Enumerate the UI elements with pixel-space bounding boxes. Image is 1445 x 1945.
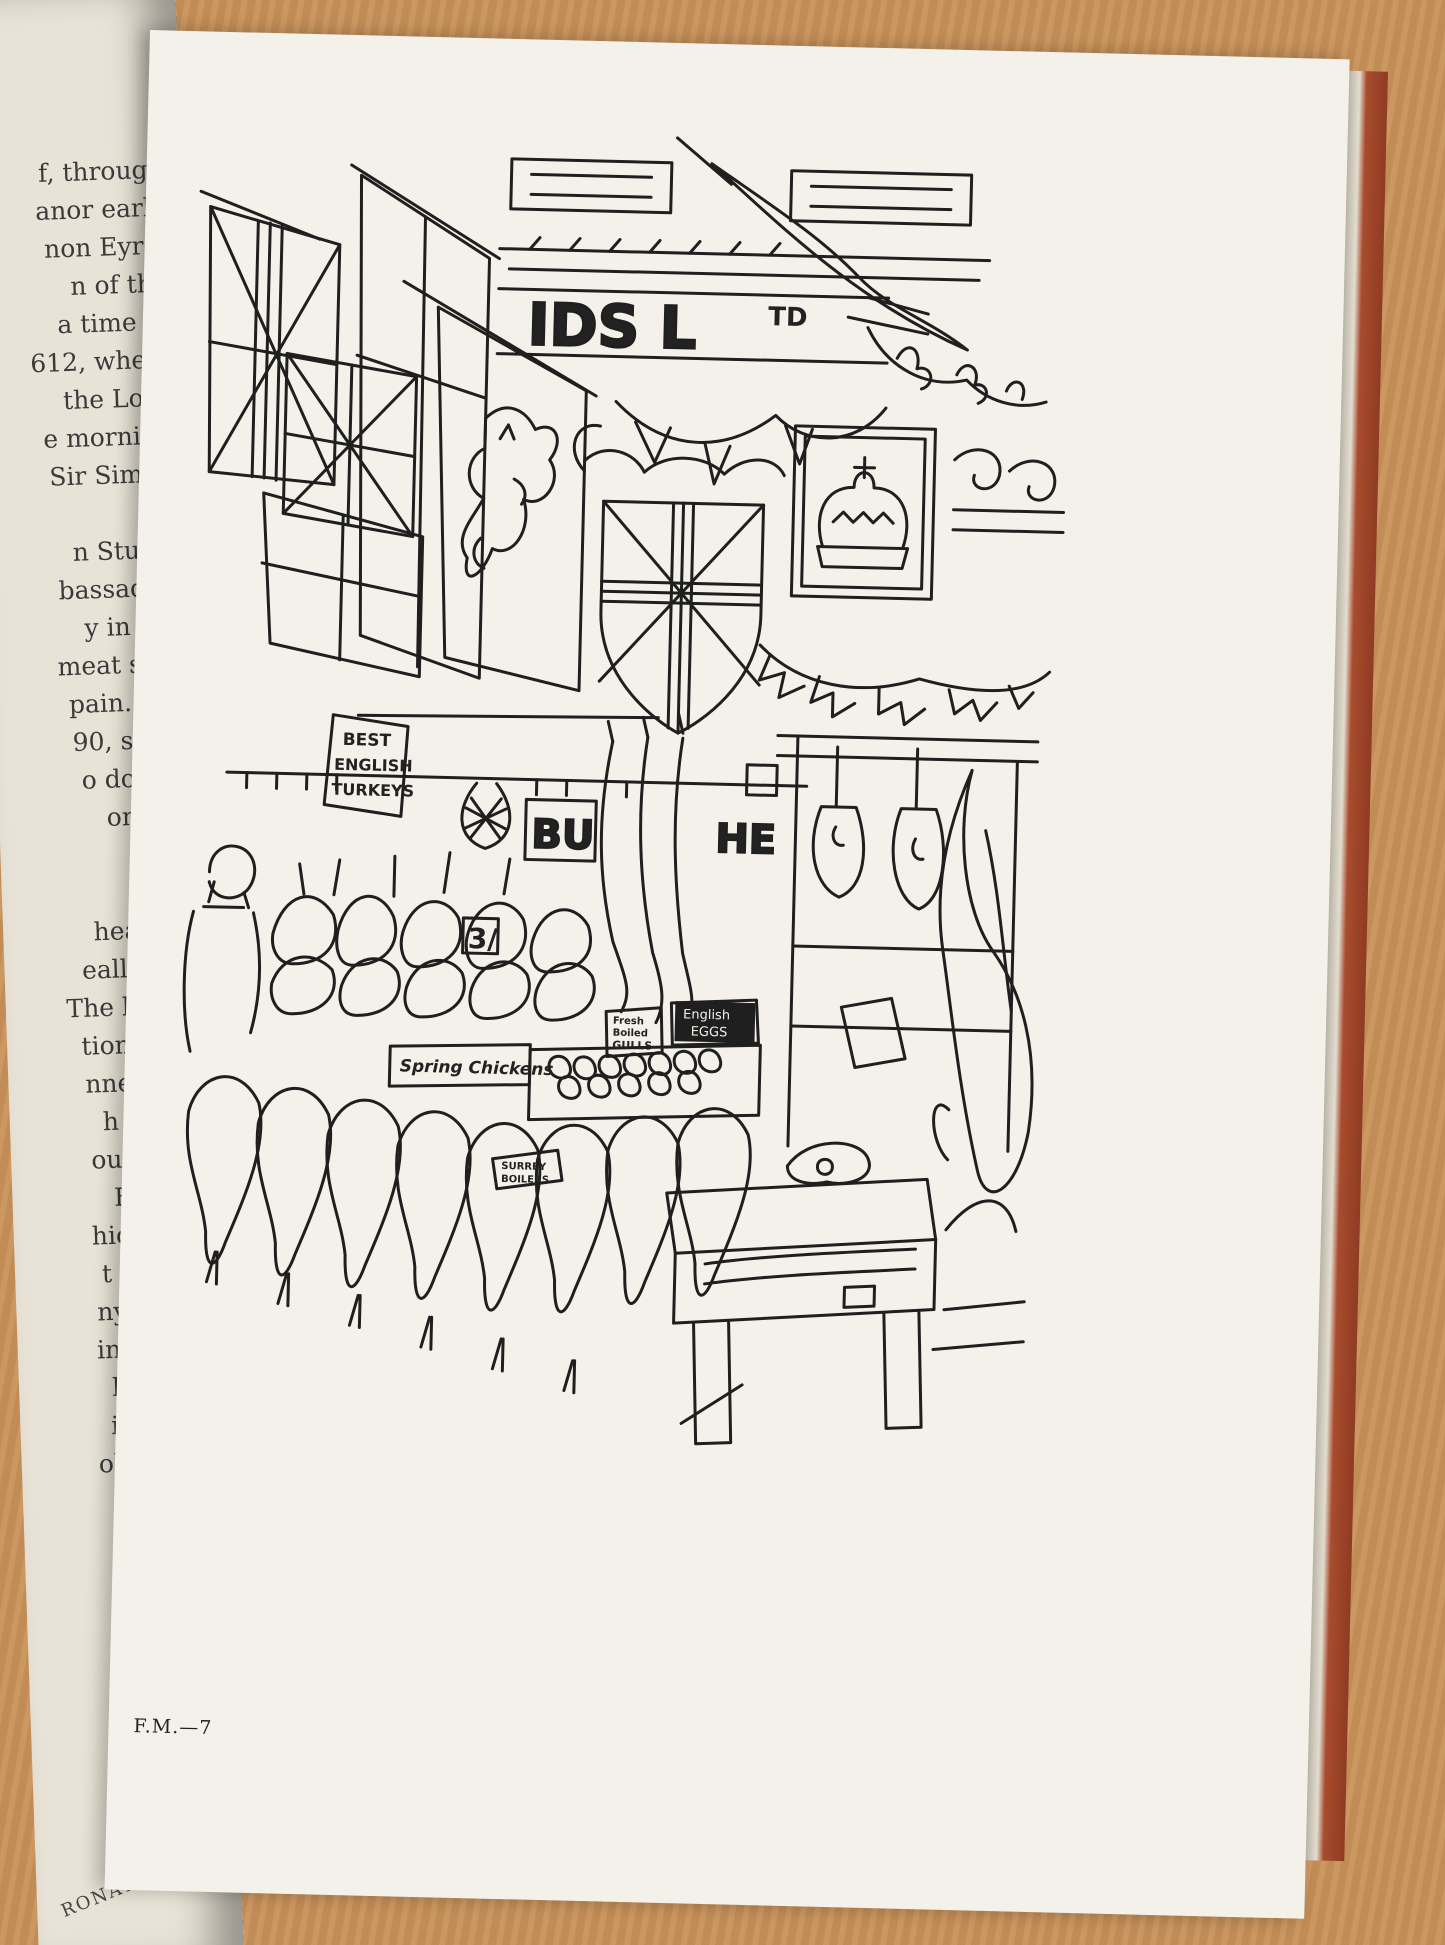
- turkeys-sign-line3: TURKEYS: [331, 780, 414, 801]
- ornate-scrollwork: [572, 423, 1065, 534]
- eggs-board-frame: [669, 998, 760, 1047]
- butcher-sign-frame: [523, 797, 598, 863]
- eggs-board-line1: English: [683, 1007, 730, 1023]
- gulls-sign-frame: [604, 1006, 664, 1058]
- gulls-sign-line2: Boiled: [612, 1028, 648, 1040]
- dragon-flag: [402, 279, 598, 693]
- turkeys-sign-frame: [322, 713, 410, 818]
- butcher-sign-letters: BU: [531, 812, 595, 860]
- turkeys-sign-line1: BEST: [342, 730, 391, 751]
- turkeys-upper-row: [269, 851, 596, 1022]
- hanging-birds: [599, 711, 694, 1025]
- price-tag-text: 3/: [467, 922, 498, 956]
- pennant-flag: [676, 136, 969, 352]
- chickens-sign-text: Spring Chickens: [400, 1056, 554, 1080]
- page-signature-mark: F.M.—7: [133, 1715, 213, 1740]
- hanging-rail: [225, 713, 809, 799]
- cross-flag: [260, 163, 502, 680]
- crown-emblem: [789, 424, 937, 601]
- boilers-sign-line2: BOILERS: [501, 1174, 549, 1186]
- left-page-line: f, through: [37, 154, 165, 188]
- sign-lettering: IDS L TD BEST ENGLISH TURKEYS BU HE 3/ F…: [331, 289, 808, 1186]
- egg-counter: [526, 1043, 762, 1122]
- union-shield: [583, 449, 786, 735]
- gulls-sign-line1: Fresh: [613, 1016, 644, 1028]
- string-bag: [460, 781, 512, 850]
- floor-lines: [679, 1199, 1026, 1425]
- left-page-line: anor early: [34, 192, 166, 227]
- right-book-page: IDS L TD BEST ENGLISH TURKEYS BU HE 3/ F…: [104, 30, 1350, 1919]
- price-tag-frame: [461, 916, 500, 956]
- shopfront-cornice: [498, 157, 992, 282]
- holly-garland: [757, 643, 1052, 727]
- meat-rack: [775, 734, 1040, 1153]
- hanging-carcass: [932, 768, 1034, 1194]
- boilers-sign-frame: [491, 1148, 564, 1191]
- shop-name-letters: IDS L: [527, 290, 697, 362]
- union-flag-left: [199, 189, 419, 539]
- boilers-sign-line1: SURREY: [501, 1161, 547, 1173]
- butcher-figure: [182, 844, 262, 1053]
- eggs-board-fill: [674, 1001, 756, 1044]
- turkeys-sign-line2: ENGLISH: [334, 755, 413, 776]
- butcher-block: [665, 1141, 938, 1446]
- hanging-label-box: [839, 996, 907, 1070]
- market-stall-illustration: IDS L TD BEST ENGLISH TURKEYS BU HE 3/ F…: [182, 136, 1065, 1446]
- turkeys-lower-row: [185, 1075, 752, 1395]
- shop-fascia: [495, 287, 891, 365]
- eggs-board-line2: EGGS: [690, 1025, 727, 1041]
- shop-name-suffix: TD: [768, 302, 808, 333]
- bunting-garland: [614, 326, 1048, 486]
- chickens-sign-frame: [387, 1043, 532, 1088]
- butcher-sign-letters-right: HE: [715, 816, 777, 863]
- gulls-sign-line3: GULLS: [612, 1039, 652, 1053]
